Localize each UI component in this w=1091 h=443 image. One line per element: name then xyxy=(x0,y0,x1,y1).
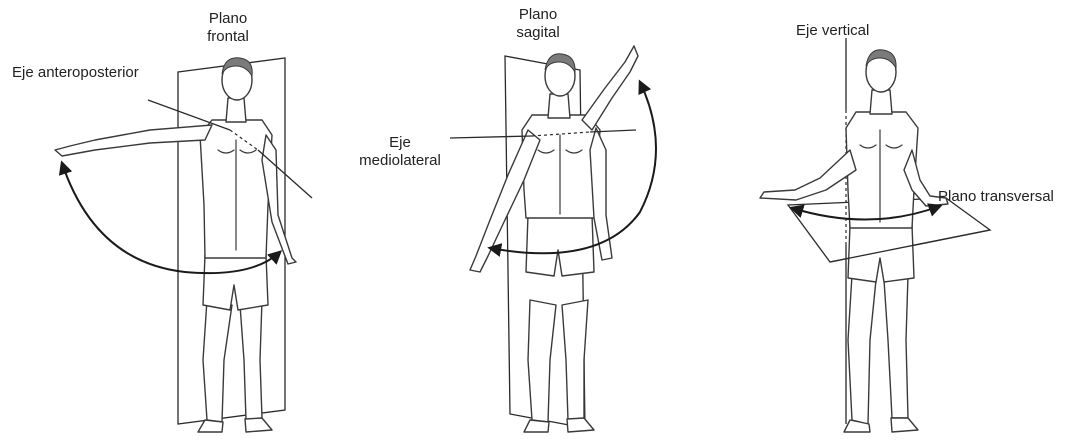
figure-frontal xyxy=(55,58,296,432)
mediolateral-axis-line xyxy=(450,136,532,138)
figure-sagittal xyxy=(470,46,638,432)
sagittal-plane-label: Plano sagital xyxy=(508,6,568,42)
anteroposterior-axis-label: Eje anteroposterior xyxy=(12,64,139,82)
frontal-plane-label: Plano frontal xyxy=(198,10,258,46)
sagittal-plane-label-line1: Plano xyxy=(508,6,568,24)
transverse-plane-label: Plano transversal xyxy=(938,188,1054,206)
frontal-plane-label-line1: Plano xyxy=(198,10,258,28)
sagittal-plane-label-line2: sagital xyxy=(508,24,568,42)
mediolateral-axis-label-line1: Eje xyxy=(350,134,450,152)
vertical-axis-label: Eje vertical xyxy=(796,22,869,40)
anteroposterior-axis-line xyxy=(148,100,230,130)
panel-transversal xyxy=(760,38,990,432)
figure-transversal xyxy=(760,50,948,432)
panel-frontal xyxy=(55,58,312,432)
mediolateral-axis-label-line2: mediolateral xyxy=(350,152,450,170)
frontal-plane-label-line2: frontal xyxy=(198,28,258,46)
panel-sagittal xyxy=(450,46,656,432)
mediolateral-axis-label: Eje mediolateral xyxy=(350,134,450,170)
